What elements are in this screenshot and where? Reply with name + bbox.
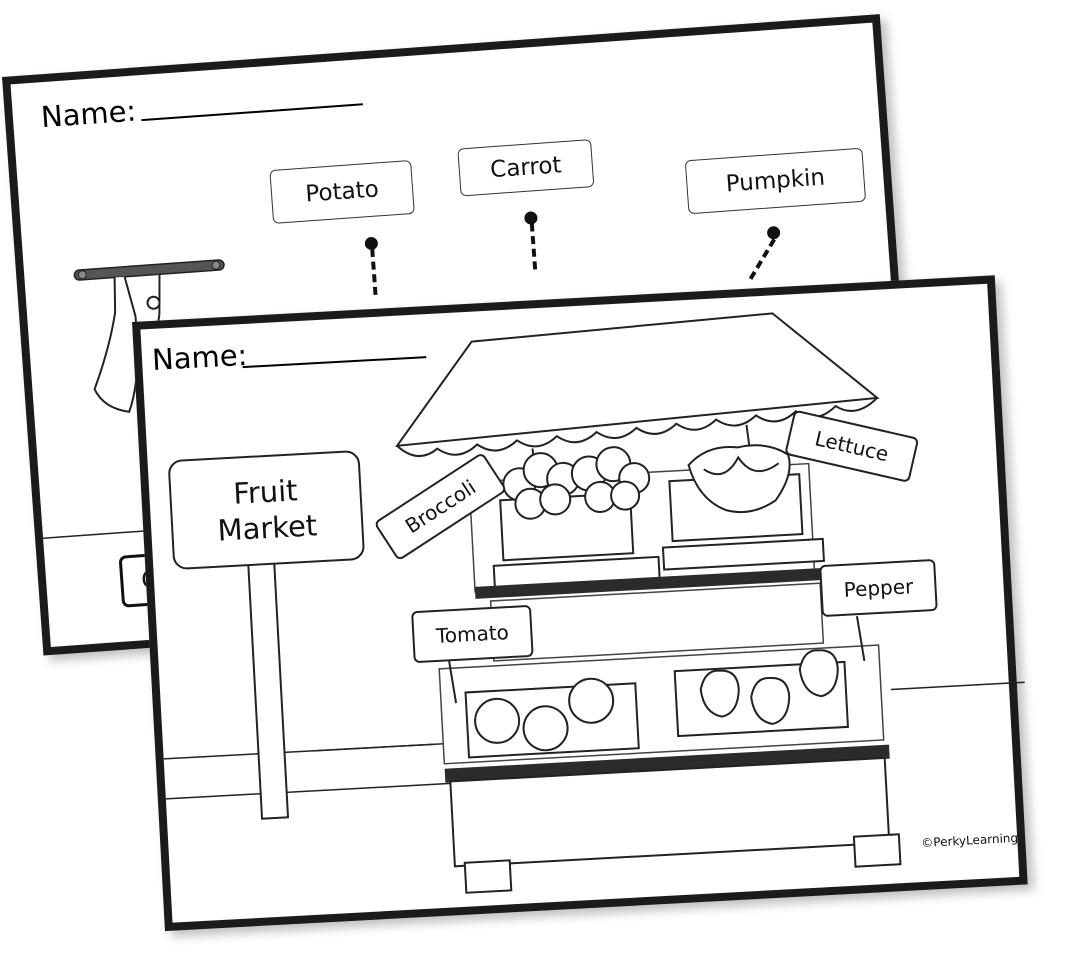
sign-line-1: Fruit	[232, 473, 299, 511]
awning-roof	[394, 312, 880, 448]
pepper-illustration	[699, 649, 839, 725]
shelf-bar	[474, 567, 825, 599]
sign-post	[245, 536, 290, 820]
tag-pepper: Pepper	[819, 558, 938, 618]
market-stall-illustration	[163, 312, 1025, 894]
sign-line-2: Market	[216, 508, 319, 548]
fruit-market-sign: Fruit Market	[167, 449, 366, 571]
counter-base	[449, 756, 891, 868]
lettuce-illustration	[687, 444, 791, 514]
counter-bar	[444, 744, 890, 783]
broccoli-illustration	[502, 446, 651, 520]
tag-tomato: Tomato	[411, 604, 534, 664]
worksheet-front: Name:	[132, 275, 1028, 932]
tomato-illustration	[474, 677, 615, 752]
